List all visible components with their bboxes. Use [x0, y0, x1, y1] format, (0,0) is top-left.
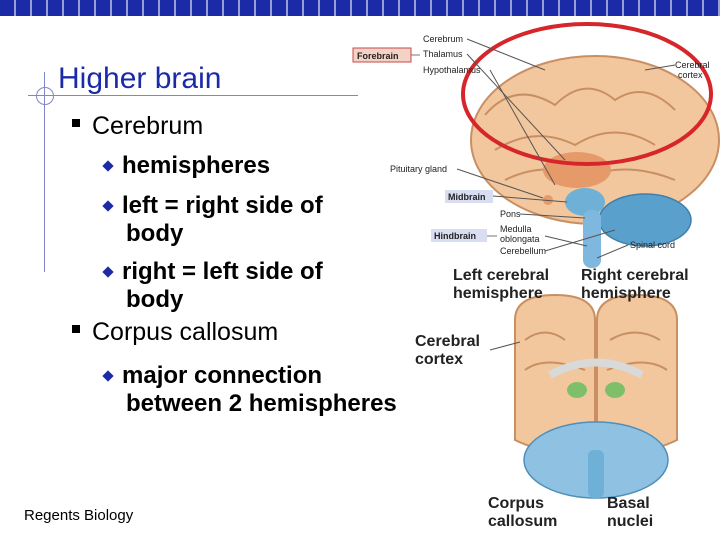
leader-thalamus — [466, 53, 566, 161]
label-front-cortex-b: cortex — [415, 351, 463, 368]
diamond-bullet-icon — [102, 266, 114, 278]
top-bar-ticks — [0, 0, 720, 16]
diamond-bullet-icon — [102, 200, 114, 212]
sub-bullet-major-connection: major connection between 2 hemispheres — [102, 362, 397, 418]
leader-hypothalamus — [489, 69, 556, 186]
front-view-labels: Left cerebral hemisphere Right cerebral … — [415, 267, 689, 530]
sub-bullet-right: right = left side of body — [102, 258, 323, 314]
diamond-bullet-icon — [102, 370, 114, 382]
slide-title: Higher brain — [58, 62, 222, 95]
leader-front-cortex — [489, 341, 521, 351]
diamond-bullet-icon — [102, 160, 114, 172]
label-cerebral-cortex-b: cortex — [678, 70, 703, 80]
label-midbrain: Midbrain — [448, 192, 486, 202]
leader-cerebrum — [466, 38, 546, 71]
cerebellum-shape — [598, 193, 692, 247]
leader-midbrain — [492, 195, 568, 203]
label-corpus-a: Corpus — [488, 495, 544, 512]
label-medulla-a: Medulla — [500, 224, 532, 234]
sub-bullet-text-cont: body — [126, 286, 184, 313]
basal-right-shape — [605, 382, 625, 398]
brainstem-shape — [583, 210, 601, 268]
sub-bullet-text: left = right side of — [122, 192, 323, 219]
midbrain-box — [445, 190, 493, 203]
top-bar — [0, 0, 720, 16]
decor-vertical-line — [44, 72, 45, 272]
bullet-text: Cerebrum — [92, 112, 204, 140]
label-basal-a: Basal — [607, 495, 650, 512]
bullet-corpus-callosum: Corpus callosum — [72, 318, 278, 347]
side-view-brain — [461, 22, 720, 268]
decor-horizontal-line — [28, 95, 358, 96]
label-medulla-b: oblongata — [500, 234, 540, 244]
leader-cerebellum — [544, 229, 616, 252]
side-view-labels: Forebrain Cerebrum Thalamus Hypothalamus… — [352, 34, 710, 259]
sub-bullet-text-cont: body — [126, 220, 184, 247]
label-right-hemisphere-a: Right cerebral — [581, 267, 689, 284]
label-pituitary: Pituitary gland — [390, 164, 447, 174]
leader-medulla — [544, 235, 588, 247]
label-hypothalamus: Hypothalamus — [423, 65, 481, 75]
brain-diagram: Forebrain Cerebrum Thalamus Hypothalamus… — [352, 22, 720, 530]
highlight-circle — [461, 22, 713, 166]
label-right-hemisphere-b: hemisphere — [581, 285, 671, 302]
bullet-text: Corpus callosum — [92, 318, 279, 346]
label-cerebellum: Cerebellum — [500, 246, 546, 256]
front-brainstem-shape — [588, 450, 604, 498]
label-forebrain: Forebrain — [357, 51, 399, 61]
front-folds — [524, 331, 668, 371]
sub-bullet-left: left = right side of body — [102, 192, 323, 248]
label-pons: Pons — [500, 209, 521, 219]
label-left-hemisphere-b: hemisphere — [453, 285, 543, 302]
corpus-callosum-shape — [548, 358, 644, 379]
footer-text: Regents Biology — [24, 507, 134, 524]
square-bullet-icon — [72, 119, 80, 128]
bullet-cerebrum: Cerebrum — [72, 112, 203, 141]
leader-cortex — [644, 64, 676, 71]
label-thalamus: Thalamus — [423, 49, 463, 59]
decor-crosshair — [36, 87, 54, 105]
label-spinal-cord: Spinal cord — [630, 240, 675, 250]
label-left-hemisphere-a: Left cerebral — [453, 267, 549, 284]
leader-pons — [519, 213, 586, 219]
sub-bullet-text: hemispheres — [122, 152, 271, 179]
label-cerebrum: Cerebrum — [423, 34, 463, 44]
square-bullet-icon — [72, 325, 80, 334]
sub-bullet-text: major connection — [122, 362, 323, 389]
basal-left-shape — [567, 382, 587, 398]
label-corpus-b: callosum — [488, 513, 557, 530]
leader-pituitary — [456, 168, 544, 199]
label-hindbrain: Hindbrain — [434, 231, 476, 241]
sub-bullet-text-cont: between 2 hemispheres — [126, 390, 397, 417]
label-cerebral-cortex-a: Cerebral — [675, 60, 710, 70]
sub-bullet-text: right = left side of — [122, 258, 323, 285]
hindbrain-box — [431, 229, 487, 242]
label-basal-b: nuclei — [607, 513, 653, 530]
leader-spinal-cord — [596, 244, 629, 259]
sub-bullet-hemispheres: hemispheres — [102, 152, 271, 180]
label-front-cortex-a: Cerebral — [415, 333, 480, 350]
front-view-brain — [514, 293, 678, 499]
midbrain-shape — [565, 188, 605, 216]
